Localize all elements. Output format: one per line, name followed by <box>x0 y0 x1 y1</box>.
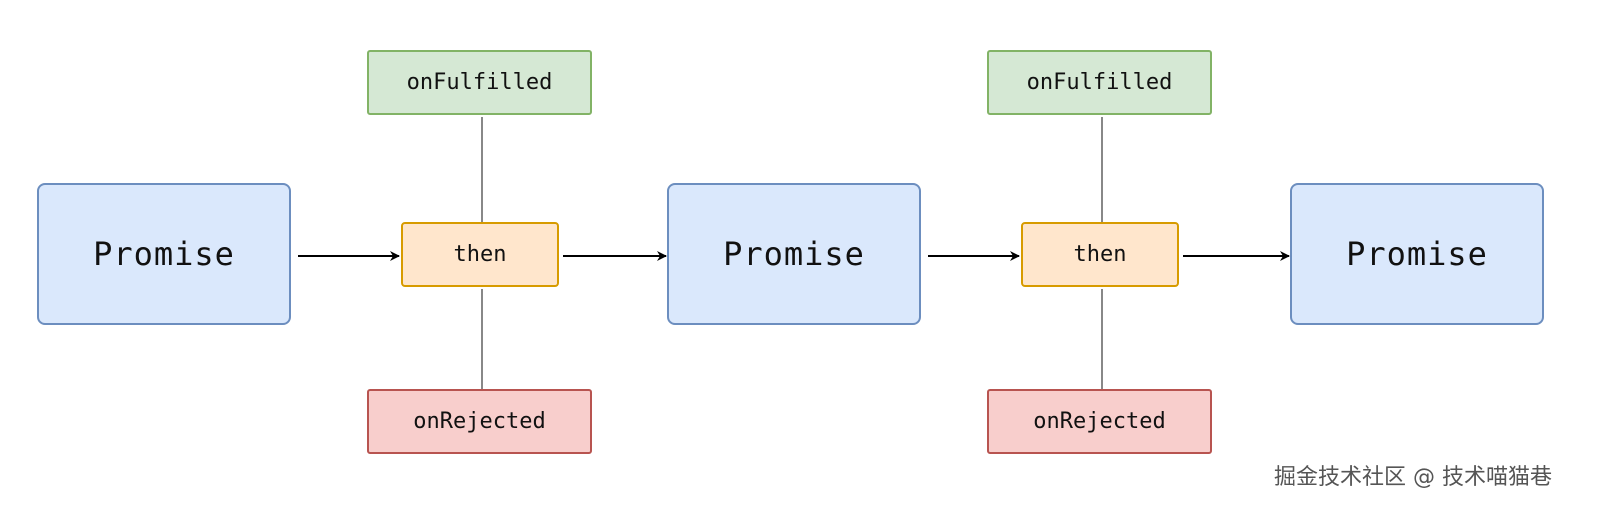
on-rejected-node-2: onRejected <box>987 389 1212 454</box>
watermark-text: 掘金技术社区 @ 技术喵猫巷 <box>1274 465 1552 490</box>
promise-node-3: Promise <box>1290 183 1544 325</box>
promise-node-2: Promise <box>667 183 921 325</box>
then-node-2: then <box>1021 222 1179 287</box>
promise-node-1: Promise <box>37 183 291 325</box>
on-fulfilled-node-2: onFulfilled <box>987 50 1212 115</box>
on-rejected-node-1: onRejected <box>367 389 592 454</box>
on-fulfilled-node-1: onFulfilled <box>367 50 592 115</box>
then-node-1: then <box>401 222 559 287</box>
